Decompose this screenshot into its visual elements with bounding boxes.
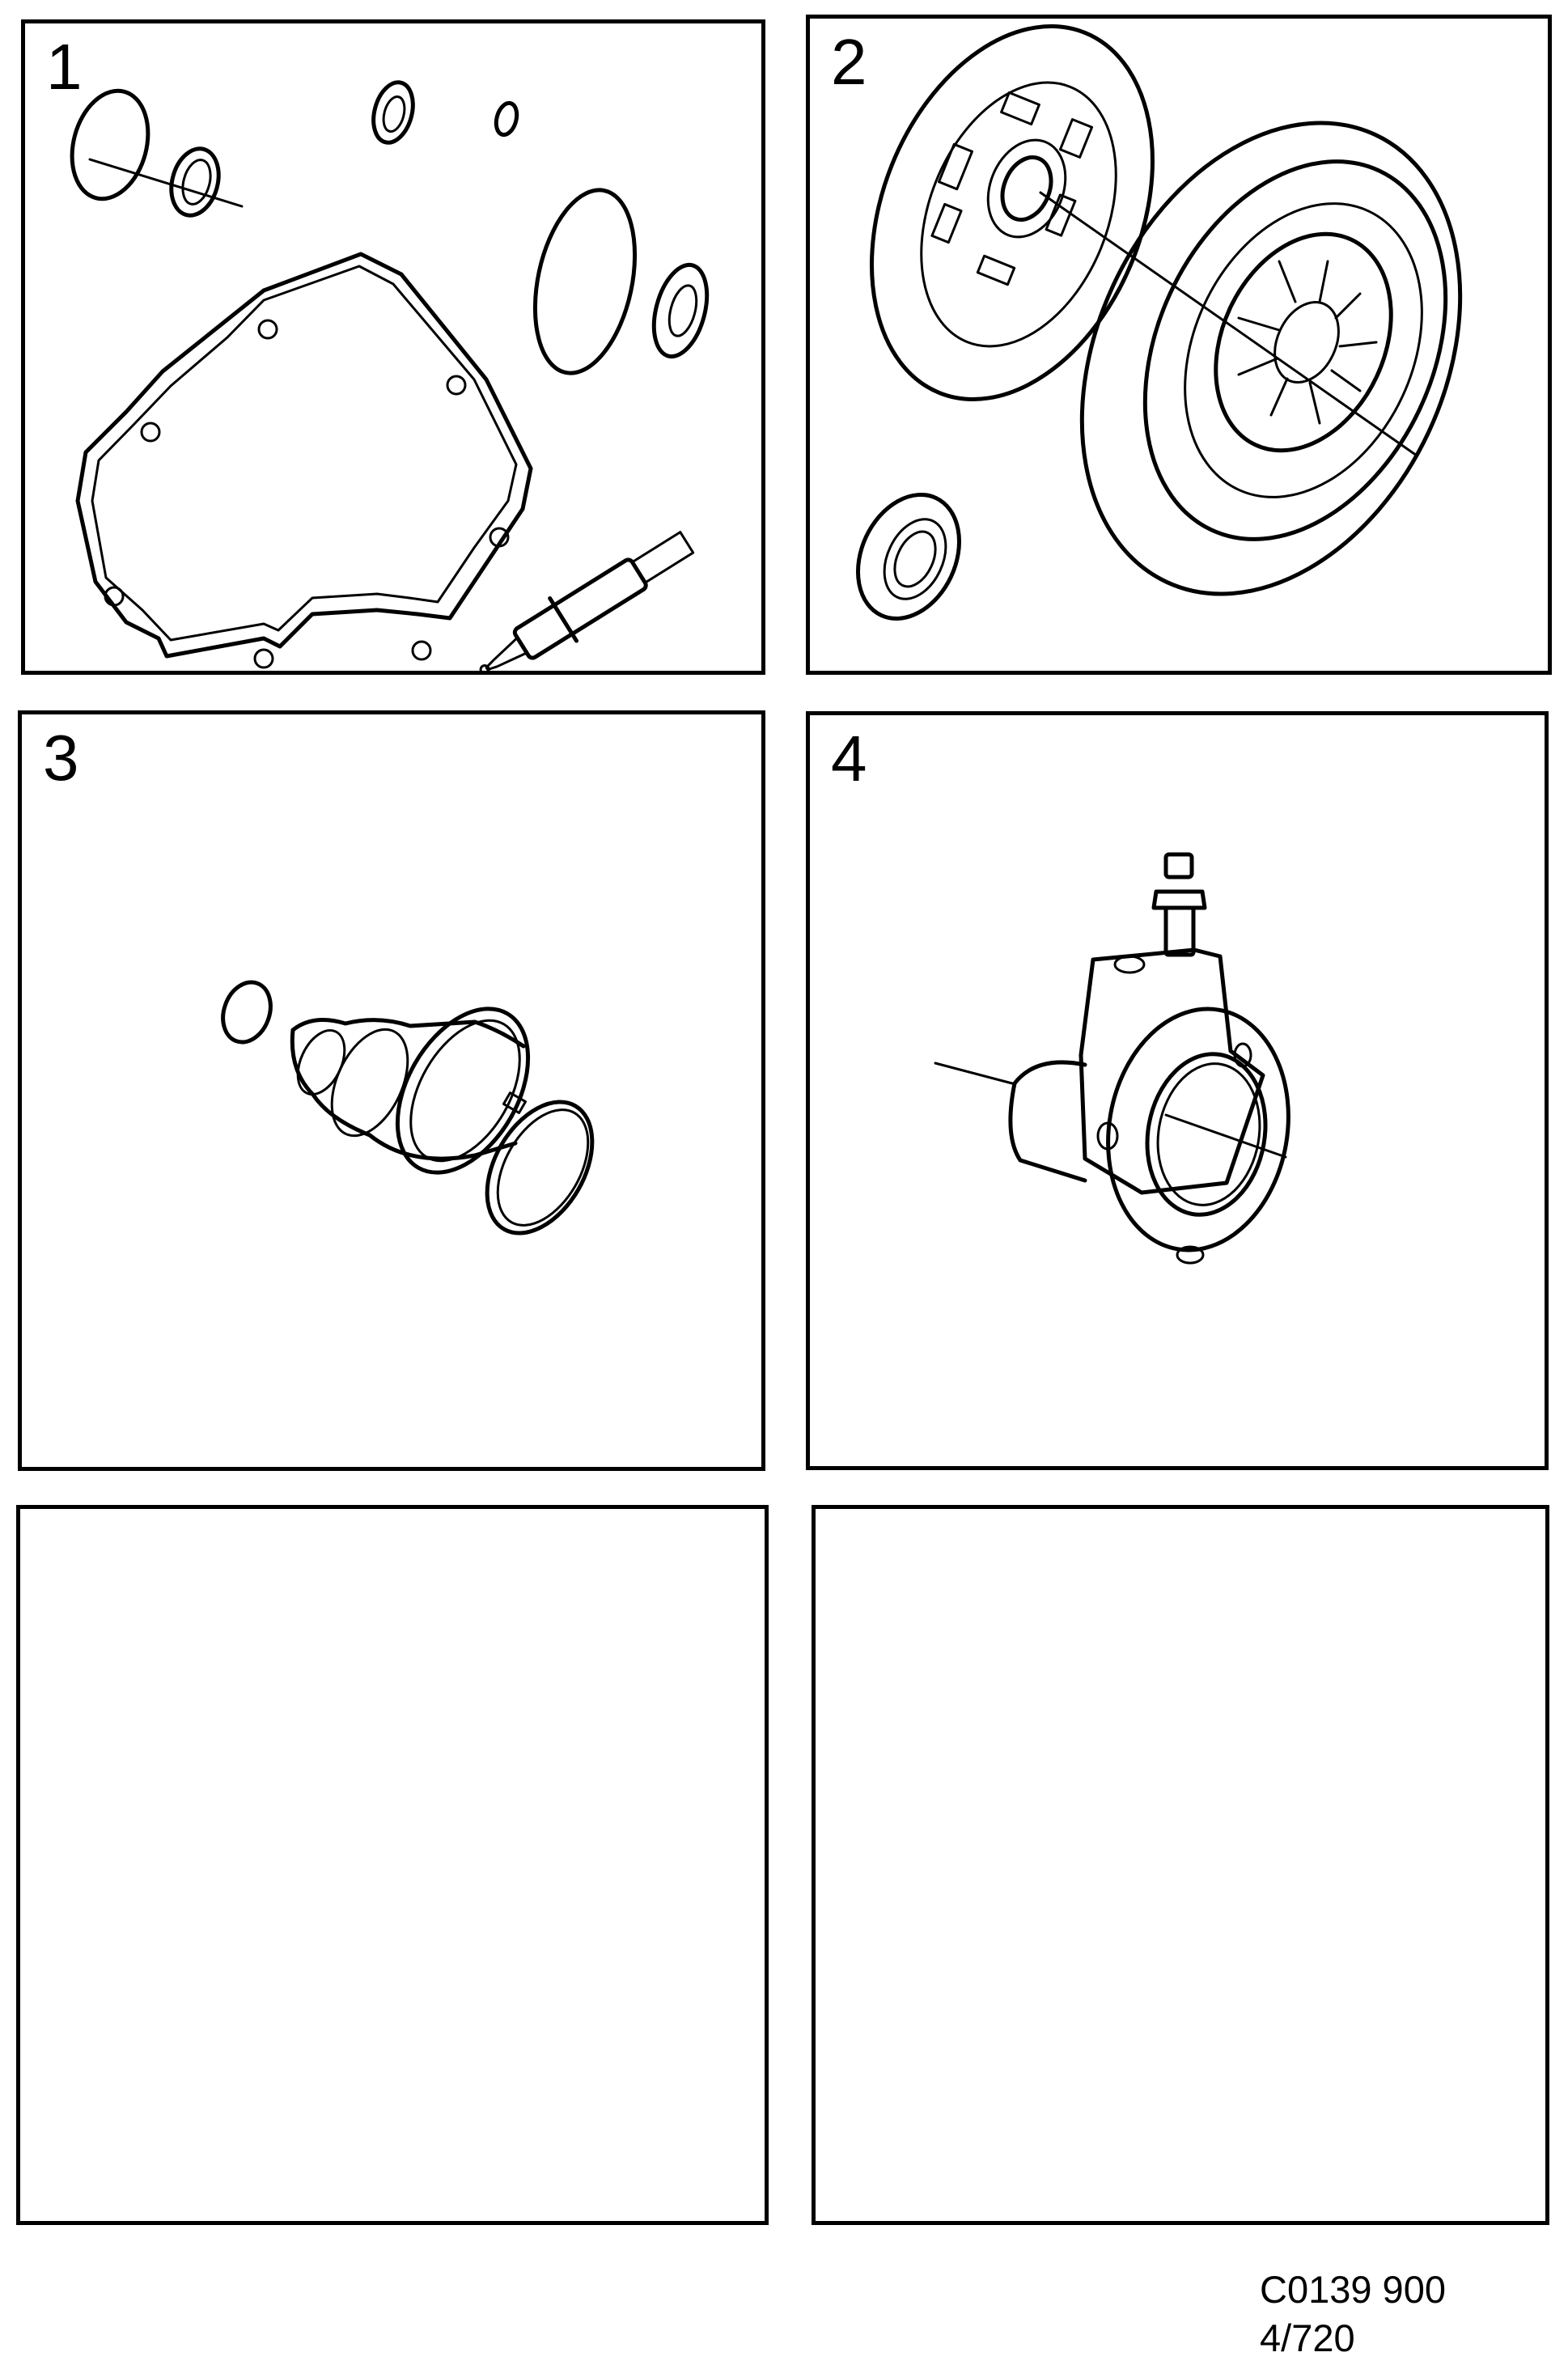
panel-number: 1 xyxy=(46,31,83,103)
panel-3-boot-kit: 3 xyxy=(18,710,765,1471)
page-reference: 4/720 xyxy=(1260,2316,1355,2359)
panel-1-gasket-kit: 1 xyxy=(21,19,765,675)
clutch-kit-illustration xyxy=(856,24,1463,621)
panel-number: 4 xyxy=(831,723,867,795)
panel-number: 2 xyxy=(831,26,867,98)
panel-number: 3 xyxy=(43,722,79,794)
panel-4-release-bearing: 4 xyxy=(806,711,1549,1470)
boot-kit-illustration xyxy=(221,980,595,1235)
panel-2-clutch-kit: 2 xyxy=(806,15,1552,675)
panel-6-empty xyxy=(812,1505,1549,2225)
release-bearing-illustration xyxy=(934,852,1290,1265)
panel-5-empty xyxy=(16,1505,769,2225)
drawing-code: C0139 900 xyxy=(1260,2268,1446,2311)
gasket-kit-illustration xyxy=(70,80,710,671)
